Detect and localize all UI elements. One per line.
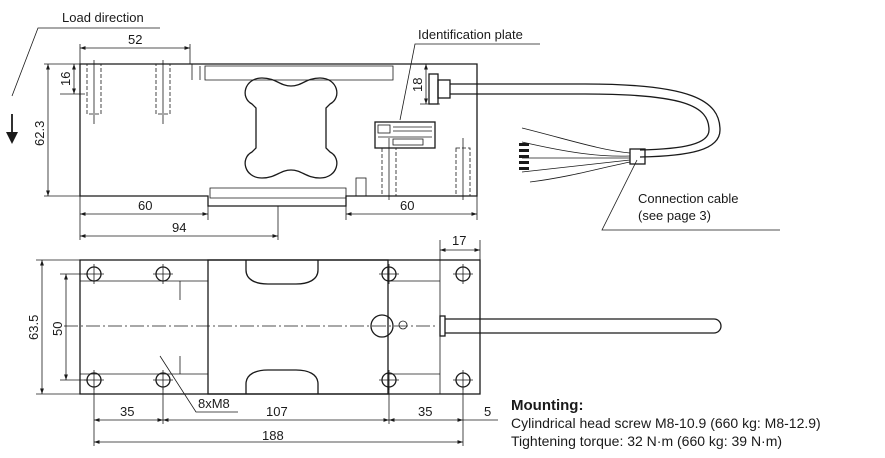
dim-5: 5	[484, 404, 491, 419]
connection-cable-label: Connection cable	[638, 191, 738, 206]
mounting-line-1: Cylindrical head screw M8-10.9 (660 kg: …	[511, 415, 821, 431]
mounting-title: Mounting:	[511, 397, 583, 414]
dim-60-right: 60	[400, 198, 414, 213]
mounting-line-2: Tightening torque: 32 N·m (660 kg: 39 N·…	[511, 433, 782, 449]
side-view	[6, 27, 780, 240]
dim-188: 188	[262, 428, 284, 443]
dim-35-right: 35	[418, 404, 432, 419]
dim-107: 107	[266, 404, 288, 419]
load-direction-label: Load direction	[62, 10, 144, 25]
plan-view	[36, 240, 722, 446]
dim-60-left: 60	[138, 198, 152, 213]
mounting-hole	[453, 370, 473, 390]
dim-63-5: 63.5	[26, 315, 41, 340]
mounting-hole	[453, 264, 473, 284]
dim-50: 50	[50, 322, 65, 336]
dim-62-3: 62.3	[32, 121, 47, 146]
connection-cable-note: (see page 3)	[638, 208, 711, 223]
dim-17: 17	[452, 233, 466, 248]
dim-18: 18	[410, 78, 425, 92]
dim-35-left: 35	[120, 404, 134, 419]
screws-label: 8xM8	[198, 396, 230, 411]
mounting-hole	[153, 370, 173, 390]
identification-plate-label: Identification plate	[418, 27, 523, 42]
load-arrow-icon	[6, 114, 18, 144]
identification-plate	[374, 121, 436, 149]
dim-16: 16	[58, 72, 73, 86]
mounting-hole	[153, 264, 173, 284]
dim-94: 94	[172, 220, 186, 235]
mounting-hole	[379, 370, 399, 390]
mounting-hole	[379, 264, 399, 284]
dim-52: 52	[128, 32, 142, 47]
